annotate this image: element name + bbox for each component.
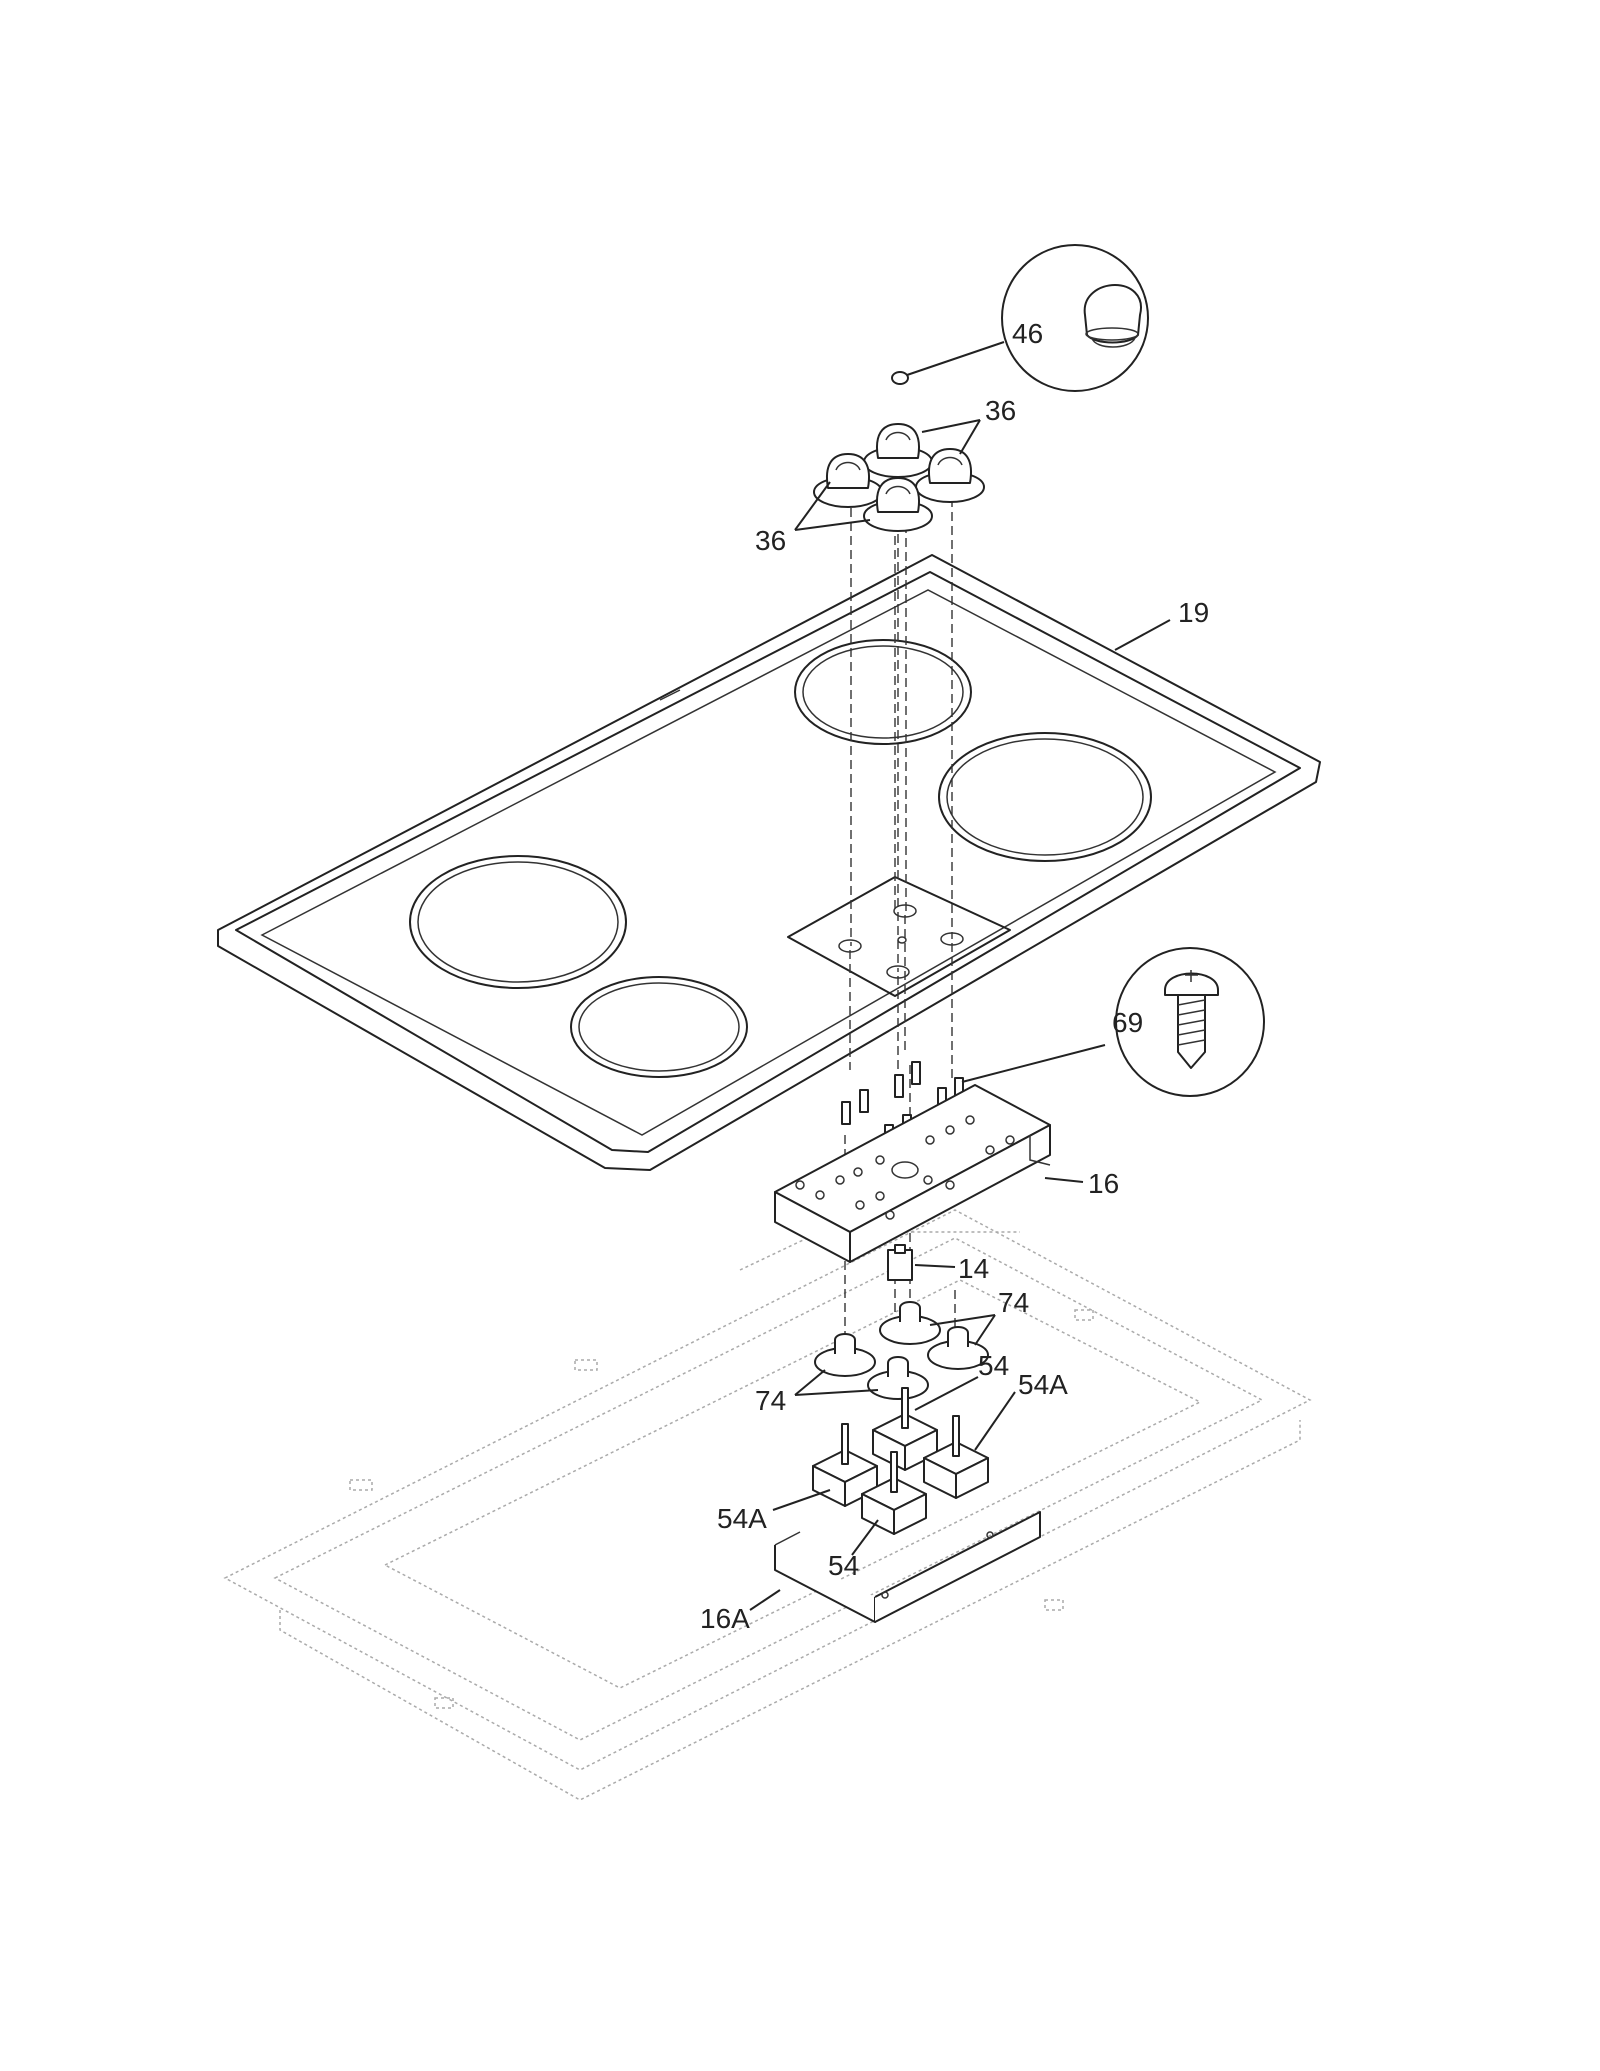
callout-54-right: 54 bbox=[978, 1350, 1009, 1381]
callout-14: 14 bbox=[958, 1253, 989, 1284]
callout-36-top: 36 bbox=[985, 395, 1016, 426]
control-panel-plate bbox=[787, 876, 1011, 997]
control-knobs-36 bbox=[794, 419, 985, 532]
burner-rear-center bbox=[794, 639, 972, 745]
seals-74 bbox=[794, 1301, 996, 1400]
knob-rear bbox=[863, 423, 933, 478]
burner-left-large bbox=[409, 855, 627, 989]
switch-right-54a bbox=[923, 1415, 989, 1499]
callout-74-left: 74 bbox=[755, 1385, 786, 1416]
bracket-16 bbox=[774, 1084, 1084, 1263]
leader-19 bbox=[1114, 619, 1171, 651]
burner-right bbox=[938, 732, 1152, 862]
callout-54a-right: 54A bbox=[1018, 1369, 1068, 1400]
screws-69: 69 bbox=[841, 947, 1265, 1148]
callout-54-left: 54 bbox=[828, 1550, 859, 1581]
callout-36-left: 36 bbox=[755, 525, 786, 556]
callout-54a-left: 54A bbox=[717, 1503, 767, 1534]
burner-front-left bbox=[570, 976, 748, 1078]
control-switches-54 bbox=[772, 1376, 1016, 1556]
cooktop-glass-top bbox=[217, 554, 1321, 1171]
callout-19: 19 bbox=[1178, 597, 1209, 628]
callout-16: 16 bbox=[1088, 1168, 1119, 1199]
switch-front-54 bbox=[861, 1451, 927, 1535]
cap-46 bbox=[891, 244, 1149, 392]
callout-16a: 16A bbox=[700, 1603, 750, 1634]
bracket-16a bbox=[749, 1511, 1041, 1623]
switch-rear-54 bbox=[872, 1387, 938, 1471]
knob-front bbox=[863, 477, 933, 532]
counter-cutout-frame bbox=[223, 1209, 1312, 1801]
callout-74-right: 74 bbox=[998, 1287, 1029, 1318]
callout-69: 69 bbox=[1112, 1007, 1143, 1038]
knob-left bbox=[813, 453, 883, 508]
switch-14 bbox=[887, 1244, 956, 1281]
callout-46: 46 bbox=[1012, 318, 1043, 349]
